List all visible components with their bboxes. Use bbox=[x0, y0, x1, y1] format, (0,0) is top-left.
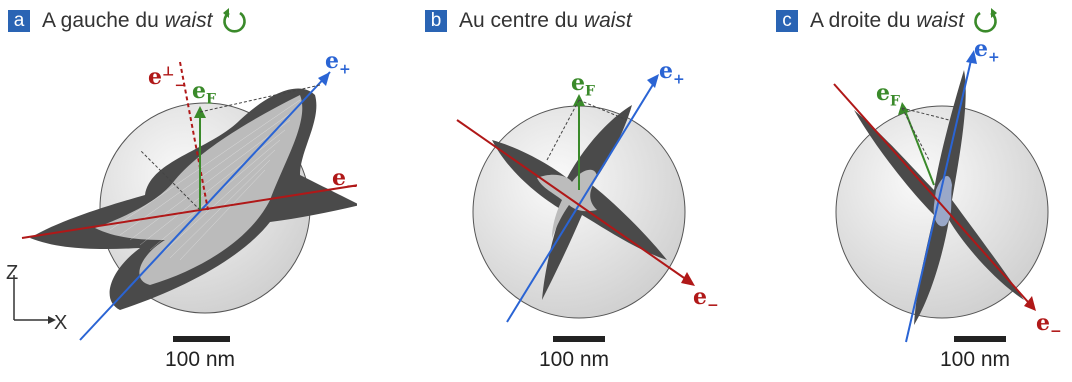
scale-label: 100 nm bbox=[539, 348, 610, 371]
axis-z-label: Z bbox=[6, 262, 19, 284]
shape-inner bbox=[933, 175, 952, 227]
e-plus-label: e+ bbox=[325, 48, 351, 78]
e-minus-label: e− bbox=[332, 165, 358, 195]
panel-a: a A gauche du waist bbox=[0, 0, 358, 382]
panel-c-title: A droite du waist bbox=[810, 9, 965, 32]
panel-b-header: b Au centre du waist bbox=[425, 7, 632, 35]
panel-b-figure bbox=[456, 74, 695, 323]
shape-inner bbox=[95, 95, 303, 285]
e-minus-axis bbox=[833, 83, 1029, 303]
e-perp-label: e⊥− bbox=[148, 64, 186, 94]
axis-x-label: X bbox=[54, 312, 68, 334]
e-minus-axis bbox=[456, 119, 688, 281]
e-plus-label: e+ bbox=[974, 36, 1000, 66]
rotation-icon bbox=[223, 8, 247, 33]
panel-c-letter: c bbox=[776, 10, 798, 32]
panel-b-title: Au centre du waist bbox=[459, 9, 632, 32]
panel-a-letter: a bbox=[8, 10, 30, 32]
scale-label: 100 nm bbox=[940, 348, 1011, 371]
panel-a-title: A gauche du waist bbox=[42, 9, 213, 32]
scale-bar bbox=[954, 336, 1006, 342]
rotation-icon bbox=[974, 8, 998, 33]
panel-c-figure bbox=[833, 50, 1049, 343]
panel-c-header: c A droite du waist bbox=[776, 7, 1000, 35]
e-f-label: eF bbox=[876, 80, 900, 110]
e-plus-axis bbox=[506, 77, 658, 323]
panel-c: c A droite du waist e+ e− eF 100 nm bbox=[714, 0, 1071, 382]
e-plus-axis bbox=[905, 55, 973, 343]
scale-bar bbox=[173, 336, 230, 342]
e-f-vector bbox=[903, 107, 935, 186]
scale-bar bbox=[553, 336, 605, 342]
e-minus-label: e− bbox=[693, 284, 719, 314]
panel-b-letter: b bbox=[425, 10, 447, 32]
axes-indicator bbox=[13, 275, 56, 324]
panel-b: b Au centre du waist e+ e− eF 100 nm bbox=[357, 0, 719, 382]
e-f-label: eF bbox=[192, 78, 216, 108]
panel-a-header: a A gauche du waist bbox=[8, 7, 248, 35]
e-plus-label: e+ bbox=[659, 58, 685, 88]
e-plus-axis bbox=[79, 71, 331, 341]
panel-a-figure bbox=[21, 61, 357, 341]
scale-label: 100 nm bbox=[165, 348, 236, 371]
e-f-label: eF bbox=[571, 70, 595, 100]
e-minus-label: e− bbox=[1036, 310, 1062, 340]
